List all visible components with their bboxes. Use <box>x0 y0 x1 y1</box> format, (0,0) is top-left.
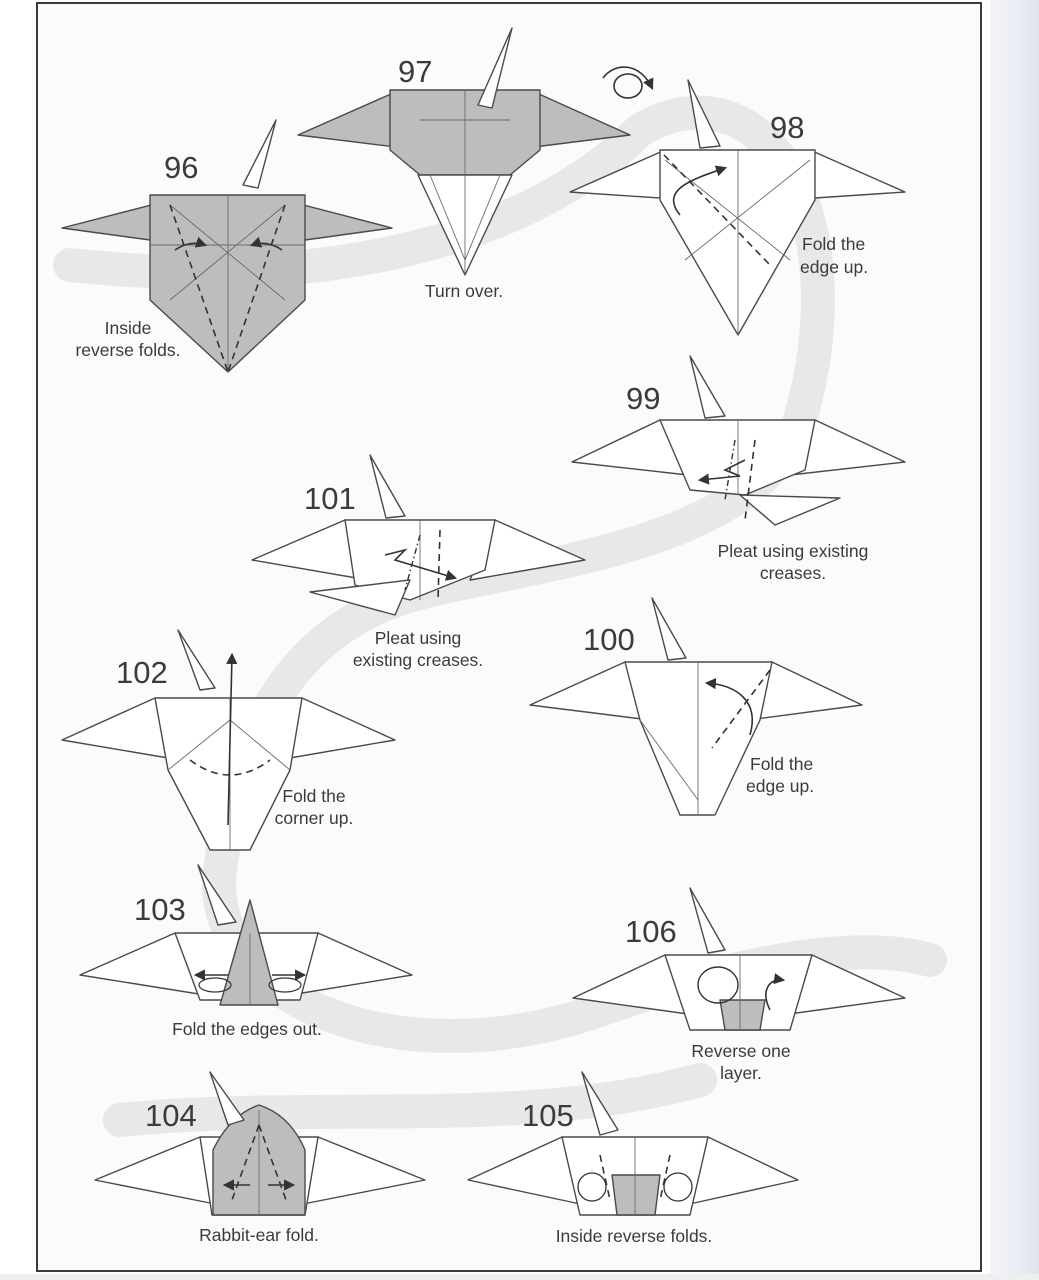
step-105: 105 Inside reverse folds. <box>467 1071 799 1246</box>
step-104-tail <box>209 1071 245 1126</box>
step-100-number: 100 <box>583 622 635 657</box>
step-101-flap <box>309 579 411 616</box>
step-103: 103 Fold the edges out. <box>79 864 413 1039</box>
step-100-caption-line2: edge up. <box>746 776 814 796</box>
step-106-caption-line2: layer. <box>720 1063 762 1083</box>
step-97: 97 Turn over. <box>297 27 631 301</box>
step-98-caption-line2: edge up. <box>800 257 868 277</box>
step-101-tail <box>369 454 406 519</box>
step-101: 101 Pleat using existing creases. <box>251 454 586 670</box>
step-105-center <box>611 1174 661 1216</box>
step-97-tail <box>477 27 513 109</box>
step-102: 102 Fold the corner up. <box>61 629 396 851</box>
step-104-right-wing <box>297 1136 426 1206</box>
step-100: 100 Fold the edge up. <box>529 597 863 816</box>
step-98-body <box>659 149 816 336</box>
step-103-center-point <box>219 899 279 1006</box>
page-bottom-edge <box>0 1274 1039 1280</box>
step-100-tail <box>651 597 687 661</box>
step-106-tail <box>689 887 726 954</box>
step-99-caption-line1: Pleat using existing <box>718 541 869 561</box>
step-106: 106 Reverse one layer. <box>572 887 906 1083</box>
step-101-caption-line1: Pleat using <box>375 628 462 648</box>
step-98: 98 Fold the edge up. <box>569 79 906 336</box>
step-104: 104 Rabbit-ear fold. <box>94 1071 426 1245</box>
step-99-number: 99 <box>626 381 660 416</box>
step-99-body <box>659 419 816 496</box>
step-105-number: 105 <box>522 1098 574 1133</box>
step-103-number: 103 <box>134 892 186 927</box>
step-102-tail <box>177 629 216 691</box>
step-100-caption-line1: Fold the <box>750 754 813 774</box>
background-swirl <box>53 95 947 1137</box>
step-96-tail <box>242 119 277 189</box>
step-97-caption: Turn over. <box>425 281 503 301</box>
step-98-number: 98 <box>770 110 804 145</box>
step-104-caption: Rabbit-ear fold. <box>199 1225 319 1245</box>
step-101-caption-line2: existing creases. <box>353 650 483 670</box>
step-102-caption-line1: Fold the <box>282 786 345 806</box>
step-105-caption: Inside reverse folds. <box>556 1226 713 1246</box>
step-105-tail <box>581 1071 619 1136</box>
step-98-tail <box>687 79 721 149</box>
step-99-caption-line2: creases. <box>760 563 826 583</box>
page-edge-strip <box>990 0 1039 1280</box>
step-101-number: 101 <box>304 481 356 516</box>
step-96: 96 Inside reverse folds. <box>61 119 393 373</box>
step-97-number: 97 <box>398 54 432 89</box>
step-103-caption: Fold the edges out. <box>172 1019 322 1039</box>
step-99-tail <box>689 355 726 419</box>
step-104-number: 104 <box>145 1098 197 1133</box>
step-102-number: 102 <box>116 655 168 690</box>
step-96-number: 96 <box>164 150 198 185</box>
step-102-caption-line2: corner up. <box>275 808 354 828</box>
step-106-number: 106 <box>625 914 677 949</box>
step-99: 99 Pleat using existing creases. <box>571 355 906 583</box>
step-98-caption-line1: Fold the <box>802 234 865 254</box>
step-106-center <box>719 999 766 1031</box>
step-96-caption-line2: reverse folds. <box>75 340 180 360</box>
step-96-body <box>149 194 306 373</box>
step-103-tail <box>197 864 237 926</box>
step-96-caption-line1: Inside <box>105 318 152 338</box>
step-106-caption-line1: Reverse one <box>691 1041 790 1061</box>
step-99-flap <box>739 494 841 526</box>
turn-over-icon <box>602 66 654 99</box>
